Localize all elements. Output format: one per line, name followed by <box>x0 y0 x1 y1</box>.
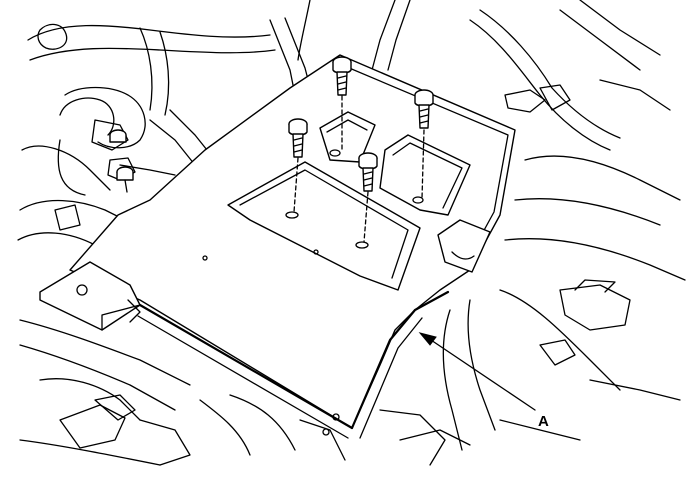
arrow-icon <box>418 332 536 411</box>
bolt-icon <box>332 56 352 151</box>
mounting-bracket <box>39 54 516 439</box>
bolt-icon <box>116 166 134 193</box>
callout-label-a: A <box>538 413 549 430</box>
background-components <box>17 0 686 466</box>
bolt-icon <box>109 129 127 143</box>
bolt-icon <box>288 118 308 213</box>
bolt-icon <box>414 89 434 199</box>
bolt-icon <box>358 152 378 243</box>
